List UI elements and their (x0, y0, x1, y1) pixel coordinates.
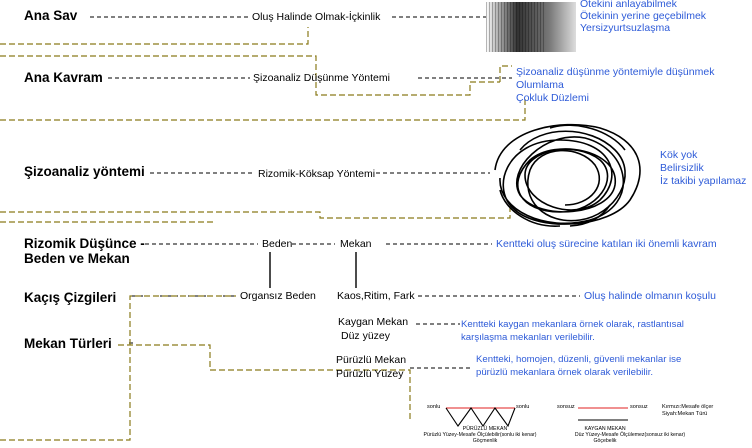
node-mekan: Mekan (340, 238, 372, 250)
puruzlu-left-label: sonlu (427, 404, 441, 410)
sizoanaliz-middle: Rizomik-Köksap Yöntemi (258, 168, 376, 180)
kaygan-mekan-label: Kaygan Mekan (338, 316, 409, 328)
kaygan-note-line2: karşılaşma mekanları verilebilir. (461, 332, 595, 343)
sizoanaliz-note-3: İz takibi yapılamaz (660, 175, 747, 187)
kaygan-desc1: Düz Yüzey-Mesafe Ölçülemez(sonsuz iki ke… (574, 432, 686, 438)
heading-ana-sav: Ana Sav (24, 8, 78, 23)
kacis-left: Organsız Beden (240, 290, 316, 302)
ana-sav-note-1: Ötekini anlayabilmek (580, 0, 677, 10)
kaygan-note-line1: Kentteki kaygan mekanlara örnek olarak, … (461, 319, 684, 330)
heading-mekan-turleri: Mekan Türleri (24, 336, 112, 351)
puruzlu-note-line2: pürüzlü mekanlara örnek olarak verilebil… (476, 367, 654, 378)
heading-ana-kavram: Ana Kavram (24, 70, 103, 85)
kacis-note: Oluş halinde olmanın koşulu (584, 290, 716, 302)
kaygan-legend-shape (578, 407, 628, 421)
kaygan-desc2: Göçebelik (593, 438, 617, 444)
rizomik-note: Kentteki oluş sürecine katılan iki öneml… (496, 238, 717, 250)
kaygan-title: KAYGAN MEKAN (584, 426, 626, 432)
kaygan-left-label: sonsuz (557, 404, 575, 410)
heading-kacis: Kaçış Çizgileri (24, 290, 117, 305)
scribble-image (494, 123, 641, 227)
legend-key-black: Siyah:Mekan Türü (662, 411, 708, 417)
puruzlu-desc2: Göçmenlik (472, 438, 498, 444)
node-beden: Beden (262, 238, 293, 250)
puruzlu-mekan-label: Pürüzlü Mekan (336, 354, 407, 366)
ana-kavram-middle: Şizoanaliz Düşünme Yöntemi (253, 72, 390, 84)
sizoanaliz-note-1: Kök yok (660, 149, 698, 161)
ana-kavram-note-1: Şizoanaliz düşünme yöntemiyle düşünmek (516, 66, 715, 78)
puruzlu-desc1: Pürüzlü Yüzey-Mesafe Ölçülebilir(sonlu i… (423, 432, 537, 438)
tree-lines (269, 252, 357, 288)
black-dashed-lines (90, 16, 580, 369)
ana-sav-middle: Oluş Halinde Olmak-İçkinlik (252, 11, 381, 23)
puruzlu-right-label: sonlu (516, 404, 530, 410)
heading-sizoanaliz: Şizoanaliz yöntemi (24, 164, 145, 179)
puruzlu-title: PÜRÜZLÜ MEKAN (462, 426, 508, 432)
puruzlu-yuzey-label: Pürüzlü Yüzey (336, 368, 404, 380)
puruzlu-legend-shape (445, 407, 516, 428)
noise-texture-image (486, 2, 576, 52)
sizoanaliz-note-2: Belirsizlik (660, 162, 704, 174)
ana-sav-note-2: Ötekinin yerine geçebilmek (580, 10, 707, 22)
ana-kavram-note-3: Çokluk Düzlemi (516, 92, 589, 104)
ana-sav-note-3: Yersizyurtsuzlaşma (580, 22, 671, 34)
puruzlu-note-line1: Kentteki, homojen, düzenli, güvenli meka… (476, 354, 682, 365)
heading-rizomik-line1: Rizomik Düşünce - (24, 236, 145, 251)
ana-kavram-note-2: Olumlama (516, 79, 564, 91)
duz-yuzey-label: Düz yüzey (341, 330, 391, 342)
kaygan-right-label: sonsuz (630, 404, 648, 410)
legend-key-red: Kırmızı:Mesafe ölçer (662, 404, 714, 410)
olive-dashed-lines (0, 27, 526, 441)
heading-rizomik-line2: Beden ve Mekan (24, 251, 130, 266)
kacis-right: Kaos,Ritim, Fark (337, 290, 415, 302)
